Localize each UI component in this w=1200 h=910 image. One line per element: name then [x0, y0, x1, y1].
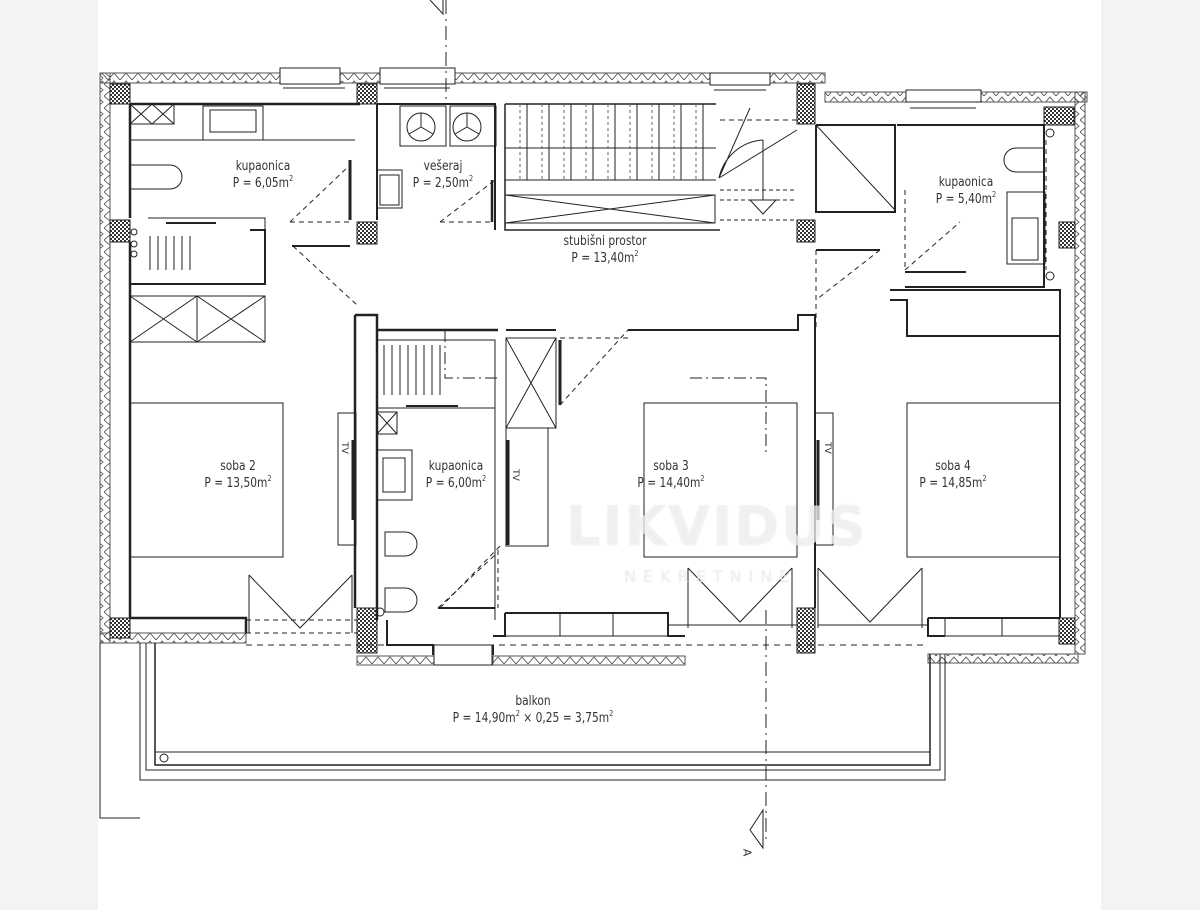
room-label-kupaonica-2: kupaonica P = 5,40m2 [925, 174, 1007, 208]
room-label-kupaonica-1: kupaonica P = 6,05m2 [214, 158, 312, 192]
room-label-soba-2: soba 2 P = 13,50m2 [189, 458, 287, 492]
floor-plan-sheet: LIKVIDUS NEKRETNINE kupaonica P = 6,05m2… [98, 0, 1101, 910]
room-label-soba-3: soba 3 P = 14,40m2 [626, 458, 716, 492]
room-name: stubišni prostor [563, 234, 647, 249]
room-name: soba 2 [220, 459, 256, 474]
room-name: kupaonica [235, 159, 291, 174]
section-marker-a: A [740, 848, 754, 857]
room-label-veseraj: vešeraj P = 2,50m2 [406, 158, 480, 192]
room-name: balkon [515, 694, 551, 709]
room-area: P = 6,05m2 [232, 174, 294, 192]
room-name: soba 4 [935, 459, 971, 474]
room-area: P = 5,40m2 [935, 190, 997, 208]
room-name: kupaonica [938, 175, 994, 190]
room-area: P = 13,50m2 [204, 474, 272, 492]
room-area: P = 14,85m2 [919, 474, 987, 492]
room-label-stubisni-prostor: stubišni prostor P = 13,40m2 [548, 233, 663, 267]
tv-label: TV [338, 442, 349, 454]
room-label-kupaonica-3: kupaonica P = 6,00m2 [415, 458, 497, 492]
tv-label: TV [821, 442, 832, 454]
room-label-soba-4: soba 4 P = 14,85m2 [908, 458, 998, 492]
watermark-logo: LIKVIDUS [566, 495, 868, 558]
room-area: P = 14,40m2 [637, 474, 705, 492]
room-area: P = 2,50m2 [412, 174, 474, 192]
room-name: soba 3 [653, 459, 689, 474]
room-name: vešeraj [423, 159, 463, 174]
room-label-balkon: balkon P = 14,90m2 × 0,25 = 3,75m2 [435, 693, 632, 727]
room-area: P = 13,40m2 [571, 249, 639, 267]
room-name: kupaonica [428, 459, 484, 474]
room-area: P = 6,00m2 [425, 474, 487, 492]
tv-label: TV [509, 469, 520, 481]
floor-plan-drawing [99, 0, 1088, 850]
balcony-area-formula: P = 14,90m2 × 0,25 = 3,75m2 [452, 709, 614, 727]
watermark-subtitle: NEKRETNINE [624, 567, 797, 586]
